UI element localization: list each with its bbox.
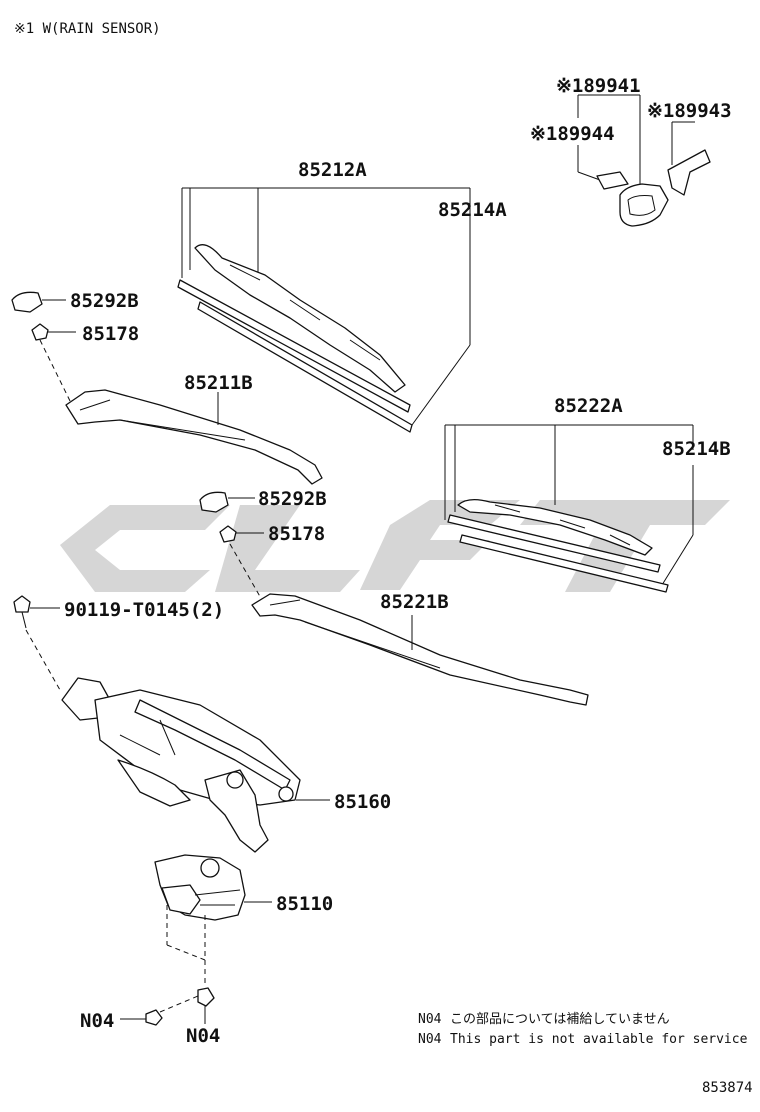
- header-note: ※1 W(RAIN SENSOR): [14, 21, 161, 37]
- driver-refill-85214A: [197, 301, 413, 433]
- driver-arm-85211B: [65, 389, 323, 485]
- label-89941: ※189941: [556, 75, 641, 97]
- wiper-link-85160: [61, 677, 301, 853]
- label-90119: 90119-T0145(2): [64, 599, 224, 621]
- label-85178-2: 85178: [268, 523, 325, 545]
- label-85221B: 85221B: [380, 591, 449, 613]
- label-85160: 85160: [334, 791, 391, 813]
- sensor-cover-part: [667, 149, 711, 196]
- wiper-motor-85110: [154, 854, 246, 921]
- rain-sensor-group: [577, 94, 711, 227]
- label-N04-1: N04: [80, 1010, 114, 1032]
- label-85222A: 85222A: [554, 395, 623, 417]
- label-89944: ※189944: [530, 123, 615, 145]
- nut-85178-driver: [31, 323, 49, 341]
- cap-85292B-driver: [11, 291, 43, 313]
- footnote-en-code: N04: [418, 1032, 442, 1047]
- passenger-refill-85214B: [459, 534, 669, 593]
- label-85214A: 85214A: [438, 199, 507, 221]
- label-85211B: 85211B: [184, 372, 253, 394]
- screw-N04: [145, 1009, 163, 1026]
- passenger-blade-rubber: [447, 514, 661, 573]
- cap-85292B-passenger: [199, 491, 229, 513]
- rain-sensor-part: [619, 183, 669, 227]
- label-N04-2: N04: [186, 1025, 220, 1047]
- passenger-arm-85221B: [251, 593, 589, 706]
- diagram-id: 853874: [702, 1080, 753, 1096]
- label-85212A: 85212A: [298, 159, 367, 181]
- sensor-pad-part: [596, 171, 629, 190]
- driver-blade-group: [177, 187, 471, 433]
- driver-blade-frame: [194, 244, 406, 393]
- label-85214B: 85214B: [662, 438, 731, 460]
- label-85292B-2: 85292B: [258, 488, 327, 510]
- footnote-en-text: This part is not available for service: [450, 1032, 748, 1047]
- footnote-jp-code: N04: [418, 1012, 442, 1027]
- passenger-blade-frame: [457, 498, 653, 556]
- passenger-blade-group: [444, 424, 694, 593]
- label-85110: 85110: [276, 893, 333, 915]
- label-89943: ※189943: [647, 100, 732, 122]
- driver-blade-rubber: [177, 279, 411, 413]
- nut-85178-passenger: [219, 525, 237, 543]
- label-85292B-1: 85292B: [70, 290, 139, 312]
- footnote-jp-text: この部品については補給していません: [450, 1012, 670, 1027]
- bolt-90119: [13, 595, 31, 613]
- grommet-N04: [197, 987, 215, 1007]
- label-85178-1: 85178: [82, 323, 139, 345]
